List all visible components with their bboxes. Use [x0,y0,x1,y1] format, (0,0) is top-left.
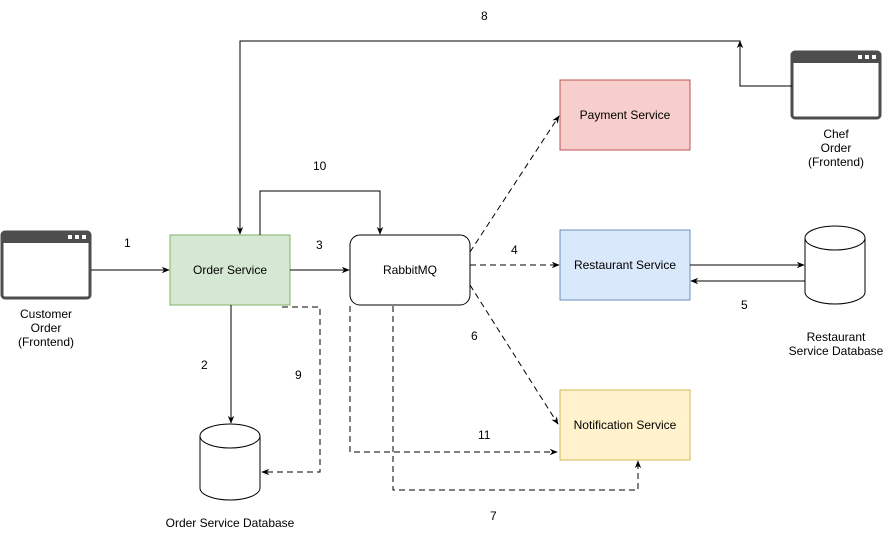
customer-order-window-icon [0,230,92,300]
restaurant-service-label: Restaurant Service [573,258,677,272]
edge-label-4: 4 [511,243,518,257]
edge-label-10: 10 [313,159,327,173]
chef-order-window-icon [790,50,882,120]
edge-6 [469,284,559,425]
edge-10 [259,190,384,235]
edge-11 [349,306,558,456]
edge-label-9: 9 [295,368,302,382]
payment-service-label: Payment Service [579,108,671,122]
rabbitmq-box [349,234,471,306]
edge-label-2: 2 [201,358,208,372]
order-db-label: Order Service Database [165,516,295,530]
chef-order-label: Chef Order (Frontend) [807,127,865,169]
notification-service-box [559,389,691,461]
edge-label-5: 5 [741,298,748,312]
edge-label-6: 6 [471,329,478,343]
restaurant-db-cylinder-icon [804,225,866,305]
notification-service-label: Notification Service [573,418,677,432]
edge-8 [236,40,792,235]
edge-label-7: 7 [490,509,497,523]
edge-9 [261,306,321,476]
edge-label-11: 11 [478,428,491,442]
edge-label-8: 8 [481,9,488,23]
payment-service-box [559,79,691,151]
edge-label-3: 3 [316,238,323,252]
edge-7 [392,306,642,491]
customer-order-label: Customer Order (Frontend) [17,307,75,349]
order-service-box [169,234,291,306]
restaurant-service-box [559,229,691,301]
restaurant-db-label: Restaurant Service Database [788,330,884,358]
edge-label-1: 1 [124,236,131,250]
edge-payment [469,115,560,253]
rabbitmq-label: RabbitMQ [382,263,438,277]
order-db-cylinder-icon [199,423,261,501]
order-service-label: Order Service [192,263,268,277]
